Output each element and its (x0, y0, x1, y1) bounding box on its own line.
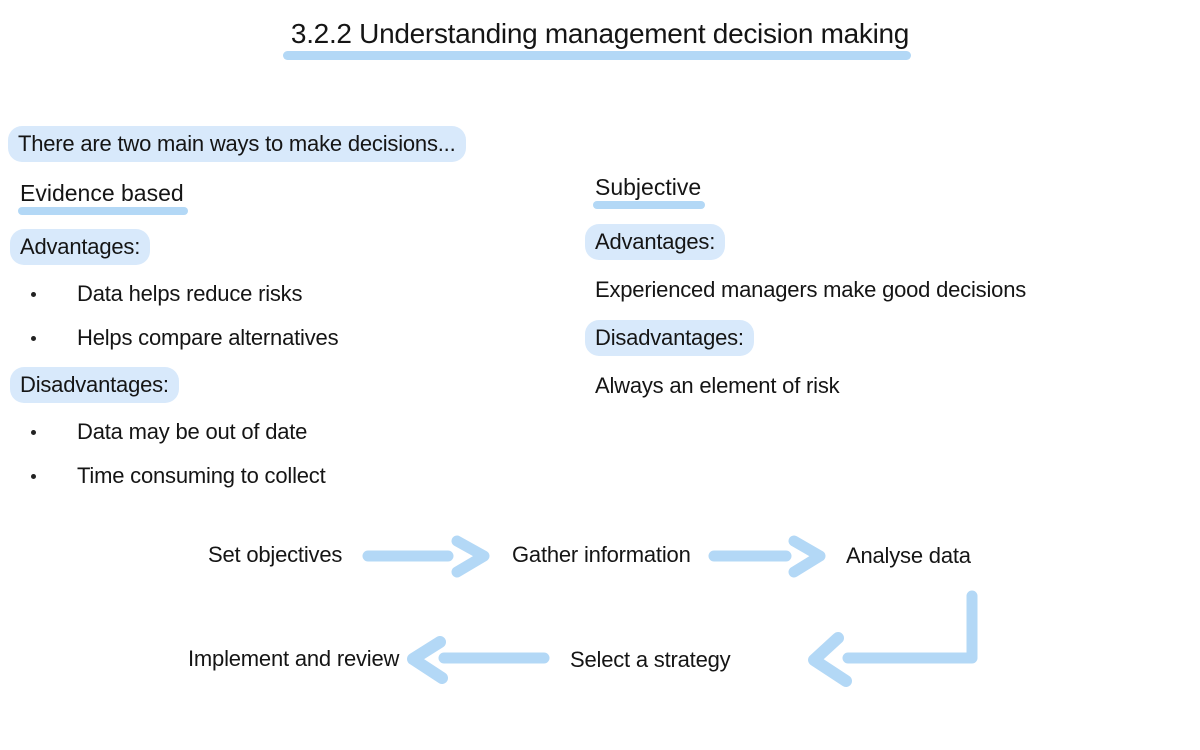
bullet-icon (31, 335, 36, 341)
bullet-icon (31, 429, 36, 435)
disadvantages-label: Disadvantages: (585, 320, 754, 356)
flow-step-implement-and-review: Implement and review (188, 646, 400, 671)
flow-step-select-a-strategy: Select a strategy (570, 647, 731, 672)
advantage-text: Experienced managers make good decisions (595, 277, 1027, 302)
column-subjective: Subjective Advantages: Experienced manag… (585, 174, 1027, 401)
elbow-arrow-icon (808, 590, 978, 687)
list-item: Helps compare alternatives (20, 323, 339, 353)
flow-step-analyse-data: Analyse data (846, 543, 971, 568)
advantages-label: Advantages: (10, 229, 151, 265)
title-block: 3.2.2 Understanding management decision … (0, 18, 1200, 60)
column-heading: Evidence based (18, 180, 188, 215)
list-item-text: Data may be out of date (77, 419, 308, 444)
disadvantages-label: Disadvantages: (10, 367, 179, 403)
bullet-icon (31, 291, 36, 297)
advantages-label: Advantages: (585, 224, 726, 260)
flow-step-set-objectives: Set objectives (208, 542, 343, 567)
column-heading: Subjective (592, 174, 706, 209)
flow-step-gather-information: Gather information (512, 542, 691, 567)
column-evidence-based: Evidence based Advantages: Data helps re… (10, 180, 339, 491)
list-item-text: Helps compare alternatives (77, 325, 339, 350)
arrow-right-icon (708, 535, 826, 578)
arrow-right-icon (362, 535, 490, 578)
list-item: Time consuming to collect (20, 461, 338, 491)
list-item-text: Time consuming to collect (77, 463, 326, 488)
arrow-left-icon (407, 636, 550, 684)
intro-line: There are two main ways to make decision… (8, 126, 466, 162)
list-item: Data helps reduce risks (20, 279, 338, 309)
list-item-text: Data helps reduce risks (77, 281, 303, 306)
bullet-icon (31, 473, 36, 479)
page-title: 3.2.2 Understanding management decision … (282, 18, 913, 60)
list-item: Data may be out of date (20, 417, 338, 447)
disadvantage-text: Always an element of risk (595, 373, 840, 398)
intro-text: There are two main ways to make decision… (8, 126, 466, 162)
